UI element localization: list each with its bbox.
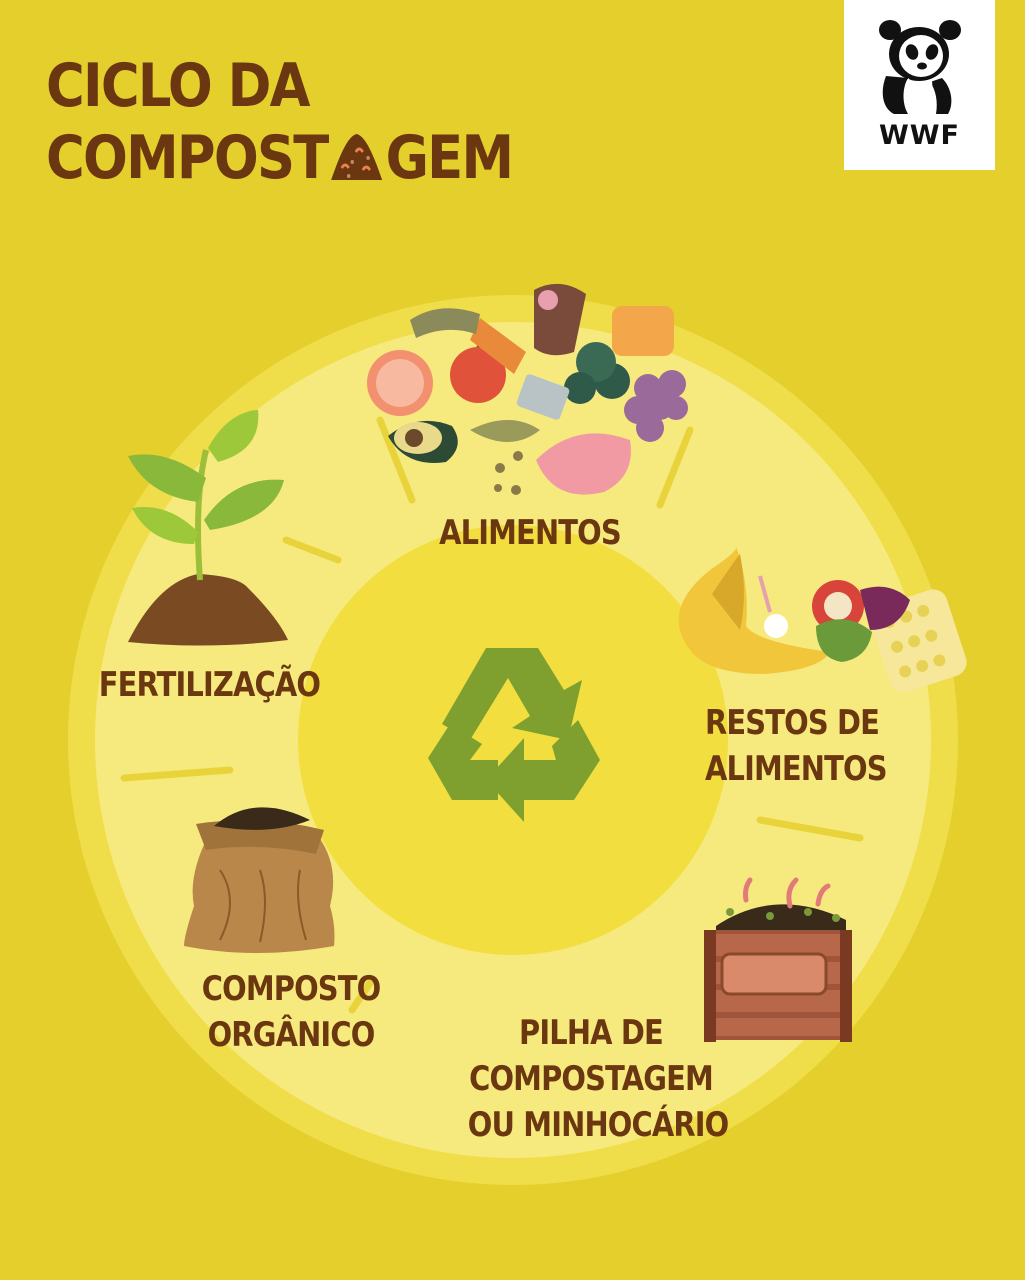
stage-label-pilha-de-compostagem: PILHA DE COMPOSTAGEM OU MINHOCÁRIO [467,1010,730,1148]
recycle-icon [428,648,600,822]
wwf-logo: WWF [844,0,995,170]
food-assortment-icon [367,283,688,495]
stage-label-restos-de-alimentos: RESTOS DE ALIMENTOS [705,700,888,792]
stage-label-line: PILHA DE [519,1013,664,1053]
stage-label-line: ALIMENTOS [705,749,888,789]
stage-label-line: ALIMENTOS [439,513,622,553]
sprout-icon [128,410,288,646]
center-disc [298,525,728,955]
title-line-2: COMPOST GEM [46,122,514,194]
stage-label-line: COMPOSTO [201,969,381,1009]
stage-label-fertilizacao: FERTILIZAÇÃO [98,662,321,708]
stage-label-line: OU MINHOCÁRIO [467,1105,730,1145]
stage-label-alimentos: ALIMENTOS [437,510,624,556]
title-line-2-start: COMPOST [46,123,329,193]
stage-label-line: ORGÂNICO [207,1015,376,1055]
compost-crate-icon [704,877,852,1042]
panda-icon [879,20,961,114]
compost-pile-icon [331,134,383,180]
page-title: CICLO DA COMPOST GEM [46,50,514,194]
stage-label-line: RESTOS DE [705,703,880,743]
stage-label-composto-organico: COMPOSTO ORGÂNICO [202,966,381,1058]
food-scraps-icon [678,546,967,693]
compost-sack-icon [184,807,335,953]
title-line-1: CICLO DA [46,51,311,121]
stage-label-line: FERTILIZAÇÃO [98,665,321,705]
wwf-wordmark: WWF [878,120,960,151]
title-line-2-end: GEM [385,123,514,193]
stage-label-line: COMPOSTAGEM [469,1059,714,1099]
ring-strokes [120,416,864,1014]
